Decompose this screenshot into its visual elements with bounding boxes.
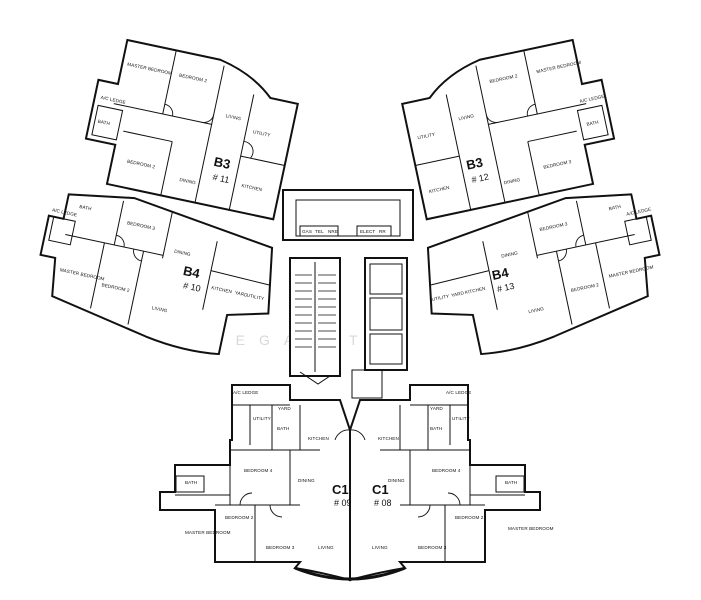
room-dining: DINING	[388, 478, 405, 483]
nre-label: NRE	[328, 229, 338, 234]
room-dining: DINING	[503, 177, 521, 185]
room-bath: BATH	[586, 119, 599, 126]
room-living: LIVING	[528, 306, 545, 314]
room-bath: BATH	[608, 204, 621, 211]
room-ac-ledge: A/C LEDGE	[52, 207, 78, 217]
unit-c1-09: A/C LEDGE UTILITY YARD BATH KITCHEN BEDR…	[159, 384, 352, 582]
room-yard: YARD	[278, 406, 291, 411]
room-kitchen: KITCHEN	[465, 286, 486, 295]
room-yard: YARD	[451, 290, 465, 298]
unit-b3-11: MASTER BEDROOM BEDROOM 2 LIVING BEDROOM …	[84, 38, 299, 221]
unit-number-label: # 08	[374, 498, 392, 508]
room-living: LIVING	[458, 113, 475, 121]
room-ac-ledge: A/C LEDGE	[626, 207, 652, 217]
lower-facade-curve	[294, 566, 406, 581]
room-bedroom-2b: BEDROOM 2	[127, 159, 156, 170]
room-utility: UTILITY	[246, 293, 264, 302]
unit-type-label: C1	[372, 482, 389, 497]
unit-number-label: # 10	[182, 280, 201, 293]
room-bedroom-2: BEDROOM 2	[570, 282, 599, 293]
room-bedroom-2: BEDROOM 2	[489, 73, 518, 84]
room-ac-ledge: A/C LEDGE	[233, 390, 258, 395]
unit-c1-08: A/C LEDGE YARD UTILITY BATH KITCHEN BEDR…	[349, 384, 554, 582]
room-bath: BATH	[97, 119, 110, 126]
unit-number-label: # 13	[496, 281, 515, 294]
room-kitchen: KITCHEN	[211, 285, 232, 294]
room-utility: UTILITY	[431, 293, 449, 302]
unit-type-label: B3	[465, 155, 484, 173]
unit-b4-10: BEDROOM 3 DINING MASTER BEDROOM BEDROOM …	[39, 193, 274, 356]
room-utility: UTILITY	[452, 416, 470, 421]
room-ac-ledge: A/C LEDGE	[446, 390, 471, 395]
room-yard: YARD	[430, 406, 443, 411]
room-bedroom-2: BEDROOM 2	[225, 515, 254, 520]
room-bedroom-3: BEDROOM 3	[127, 220, 156, 231]
room-living: LIVING	[151, 305, 168, 313]
unit-number-label: # 09	[334, 498, 352, 508]
room-bath: BATH	[430, 426, 442, 431]
room-dining: DINING	[298, 478, 315, 483]
room-dining: DINING	[501, 250, 519, 258]
room-bath-2: BATH	[505, 480, 517, 485]
room-bedroom-3: BEDROOM 3	[266, 545, 295, 550]
room-bath: BATH	[79, 204, 92, 211]
room-living: LIVING	[225, 113, 242, 121]
room-living: LIVING	[318, 545, 334, 550]
room-utility: UTILITY	[253, 416, 271, 421]
room-utility: UTILITY	[417, 132, 435, 141]
unit-b3-12: MASTER BEDROOM BEDROOM 2 LIVING BEDROOM …	[401, 38, 616, 221]
room-dining: DINING	[179, 177, 197, 185]
room-kitchen: KITCHEN	[378, 436, 399, 441]
room-utility: UTILITY	[253, 129, 271, 138]
tel-label: TEL	[315, 229, 324, 234]
rr-label: RR	[379, 229, 386, 234]
room-bedroom-4: BEDROOM 4	[244, 468, 273, 473]
unit-type-label: C1	[332, 482, 349, 497]
elect-label: ELECT	[360, 229, 375, 234]
room-bedroom-3: BEDROOM 3	[539, 221, 568, 232]
central-core: GAS TEL NRE ELECT RR WATER	[282, 189, 414, 399]
room-kitchen: KITCHEN	[429, 185, 450, 194]
room-kitchen: KITCHEN	[308, 436, 329, 441]
room-bedroom-2: BEDROOM 2	[179, 73, 208, 84]
room-bedroom-2: BEDROOM 2	[101, 282, 130, 293]
unit-type-label: B4	[182, 263, 202, 281]
unit-type-label: B3	[212, 154, 231, 172]
room-ac-ledge: A/C LEDGE	[100, 95, 126, 105]
unit-type-label: B4	[491, 265, 511, 283]
room-bedroom-4: BEDROOM 4	[432, 468, 461, 473]
room-yard: YARD	[234, 290, 248, 298]
room-bedroom-2: BEDROOM 2	[455, 515, 484, 520]
room-living: LIVING	[372, 545, 388, 550]
room-bath: BATH	[277, 426, 289, 431]
room-master-bedroom: MASTER BEDROOM	[508, 526, 554, 531]
room-kitchen: KITCHEN	[241, 183, 262, 192]
room-dining: DINING	[174, 249, 192, 257]
room-ac-ledge: A/C LEDGE	[579, 94, 605, 104]
room-master-bedroom: MASTER BEDROOM	[185, 530, 231, 535]
gas-label: GAS	[302, 229, 312, 234]
unit-number-label: # 12	[471, 172, 490, 185]
unit-number-label: # 11	[212, 172, 231, 185]
room-bedroom-3: BEDROOM 3	[418, 545, 447, 550]
room-bath-2: BATH	[185, 480, 197, 485]
unit-b4-13: BEDROOM 3 DINING MASTER BEDROOM BEDROOM …	[426, 193, 661, 356]
left-staircase	[295, 274, 336, 348]
room-bedroom-3: BEDROOM 3	[543, 159, 572, 170]
